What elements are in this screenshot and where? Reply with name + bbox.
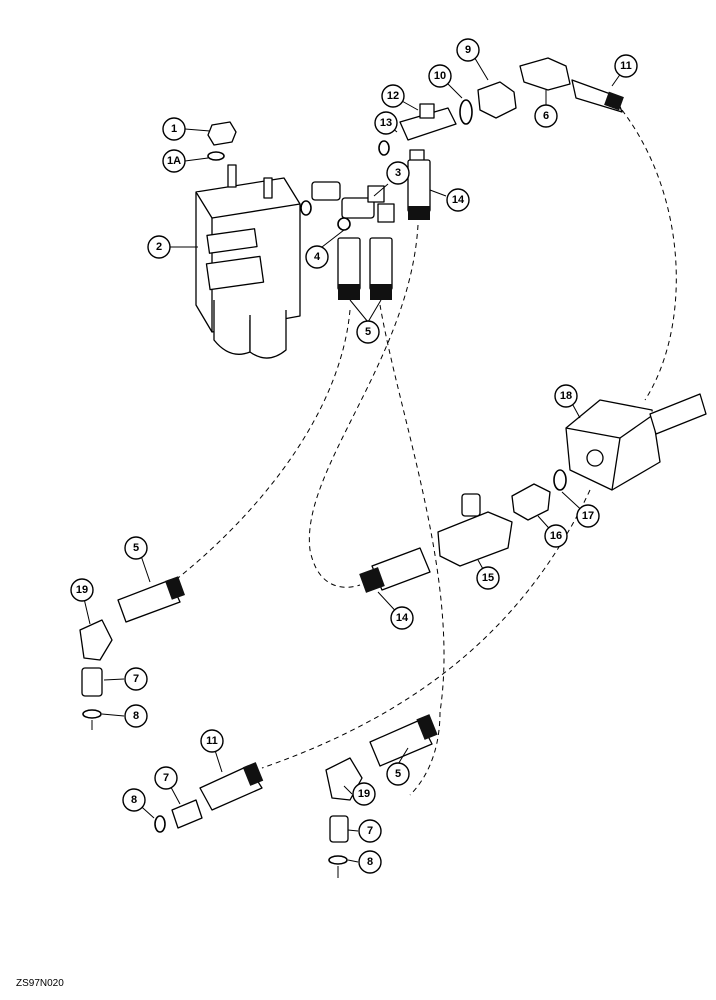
callout-2: 2	[147, 235, 171, 259]
bottom-left-group	[79, 576, 185, 730]
svg-text:6: 6	[543, 110, 549, 122]
callout-8-right: 8	[358, 850, 382, 874]
svg-text:10: 10	[434, 70, 446, 82]
svg-text:7: 7	[163, 772, 169, 784]
callout-5-left: 5	[124, 536, 148, 560]
callout-14-top: 14	[446, 188, 470, 212]
o-ring-17	[553, 469, 567, 491]
hose-end-14-top	[407, 159, 431, 220]
callout-5-top: 5	[356, 320, 380, 344]
svg-text:17: 17	[582, 510, 594, 522]
svg-text:5: 5	[133, 542, 139, 554]
svg-text:7: 7	[367, 825, 373, 837]
hose-5-right-route	[379, 304, 445, 713]
svg-text:18: 18	[560, 390, 572, 402]
hose-end-14-bottom	[359, 547, 431, 593]
callout-1: 1	[162, 117, 186, 141]
callout-11-bottom: 11	[200, 729, 224, 753]
svg-text:14: 14	[396, 612, 409, 624]
callout-7-right: 7	[358, 819, 382, 843]
elbow-6	[519, 57, 571, 91]
callout-18: 18	[554, 384, 578, 408]
svg-text:19: 19	[358, 788, 370, 800]
svg-text:1: 1	[171, 123, 177, 135]
fittings-3-4	[300, 181, 395, 231]
callout-13: 13	[374, 111, 398, 135]
elbow-19-left	[79, 619, 113, 661]
fitting-9	[477, 81, 517, 119]
block-18	[565, 393, 707, 491]
svg-text:16: 16	[550, 530, 562, 542]
svg-text:8: 8	[367, 856, 373, 868]
callout-7-middle: 7	[154, 766, 178, 790]
adaptor-7-right	[329, 815, 349, 843]
svg-text:15: 15	[482, 572, 494, 584]
svg-text:5: 5	[395, 768, 401, 780]
tee-15	[437, 493, 513, 567]
o-ring-13	[378, 140, 390, 156]
figure-code: ZS97N020	[16, 978, 64, 989]
callout-19-right: 19	[352, 782, 376, 806]
o-ring-10	[459, 99, 473, 125]
callout-14-bottom: 14	[390, 606, 414, 630]
hose-14-route	[308, 224, 419, 588]
top-right-fittings	[459, 57, 624, 125]
hose-5-mid	[409, 711, 441, 796]
svg-text:2: 2	[156, 241, 162, 253]
callout-10: 10	[428, 64, 452, 88]
svg-text:1A: 1A	[167, 155, 181, 167]
o-ring-8-left	[82, 709, 102, 719]
callout-19-left: 19	[70, 578, 94, 602]
svg-text:14: 14	[452, 194, 465, 206]
bottom-right-group	[325, 714, 438, 878]
o-ring-8-right	[328, 855, 348, 865]
adaptor-7-left	[81, 667, 103, 697]
callout-7-left: 7	[124, 667, 148, 691]
hose-lines	[177, 109, 677, 796]
svg-text:11: 11	[620, 60, 632, 72]
hose-ends-5-top	[337, 237, 393, 300]
callout-17: 17	[576, 504, 600, 528]
fitting-12	[378, 103, 457, 163]
svg-text:11: 11	[206, 735, 218, 747]
callout-15: 15	[476, 566, 500, 590]
callout-3: 3	[386, 161, 410, 185]
bottom-middle-group	[154, 762, 264, 833]
callout-5-right: 5	[386, 762, 410, 786]
svg-text:7: 7	[133, 673, 139, 685]
svg-text:19: 19	[76, 584, 88, 596]
leader-lines	[81, 49, 627, 863]
o-ring-1a	[207, 151, 225, 161]
callout-16: 16	[544, 524, 568, 548]
svg-text:12: 12	[387, 90, 399, 102]
callout-9: 9	[456, 38, 480, 62]
callout-12: 12	[381, 84, 405, 108]
fitting-16	[511, 483, 551, 521]
svg-text:3: 3	[395, 167, 401, 179]
callout-11-top: 11	[614, 54, 638, 78]
hose-11-bottom-route	[261, 489, 591, 769]
plug-1	[207, 121, 237, 161]
callout-8-left: 8	[124, 704, 148, 728]
callout-4: 4	[305, 245, 329, 269]
svg-text:4: 4	[314, 251, 321, 263]
valve-body	[195, 164, 301, 359]
callout-8-middle: 8	[122, 788, 146, 812]
svg-text:8: 8	[131, 794, 137, 806]
callout-6: 6	[534, 104, 558, 128]
svg-text:13: 13	[380, 117, 392, 129]
svg-text:5: 5	[365, 326, 371, 338]
callout-1a: 1A	[162, 149, 186, 173]
hose-11-top	[621, 109, 677, 401]
svg-text:9: 9	[465, 44, 471, 56]
svg-text:8: 8	[133, 710, 139, 722]
o-ring-8-middle	[154, 815, 166, 833]
adaptor-7-middle	[171, 799, 203, 829]
